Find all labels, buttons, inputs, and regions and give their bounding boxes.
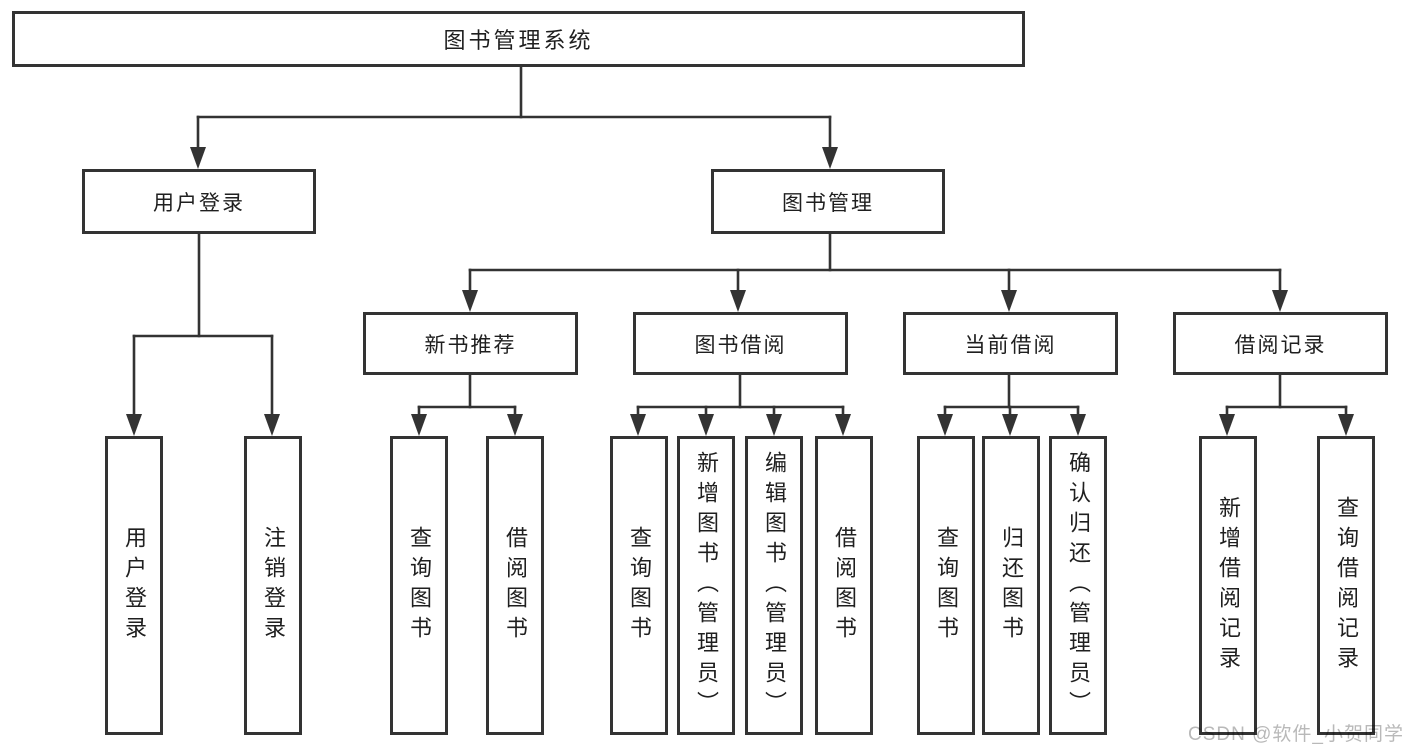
watermark: CSDN @软件_小贺同学 xyxy=(1188,724,1404,745)
leaf-records-query-record-label: 查询借阅记录 xyxy=(1334,495,1359,676)
leaf-recommend-query-books-label: 查询图书 xyxy=(407,525,432,646)
node-new-book-recommend-label: 新书推荐 xyxy=(424,333,517,357)
node-book-management: 图书管理 xyxy=(711,169,945,234)
node-current-borrow-label: 当前借阅 xyxy=(964,333,1057,357)
node-current-borrow: 当前借阅 xyxy=(903,312,1118,375)
node-root: 图书管理系统 xyxy=(12,11,1025,67)
leaf-records-add-record-label: 新增借阅记录 xyxy=(1216,495,1241,676)
leaf-recommend-borrow-books: 借阅图书 xyxy=(486,436,544,735)
leaf-borrow-add-books-admin-label: 新增图书（管理员） xyxy=(694,450,719,721)
node-root-label: 图书管理系统 xyxy=(443,28,594,53)
node-borrow-records-label: 借阅记录 xyxy=(1234,333,1327,357)
leaf-current-query-books-label: 查询图书 xyxy=(934,525,959,646)
leaf-logout: 注销登录 xyxy=(244,436,302,735)
leaf-borrow-borrow-books: 借阅图书 xyxy=(815,436,873,735)
leaf-user-login-label: 用户登录 xyxy=(122,525,147,646)
leaf-current-return-books: 归还图书 xyxy=(982,436,1040,735)
leaf-current-return-books-label: 归还图书 xyxy=(999,525,1024,646)
leaf-current-confirm-return-admin: 确认归还（管理员） xyxy=(1049,436,1107,735)
node-book-borrow-label: 图书借阅 xyxy=(694,333,787,357)
node-user-login: 用户登录 xyxy=(82,169,316,234)
node-book-management-label: 图书管理 xyxy=(782,191,874,215)
leaf-records-add-record: 新增借阅记录 xyxy=(1199,436,1257,735)
leaf-records-query-record: 查询借阅记录 xyxy=(1317,436,1375,735)
leaf-recommend-query-books: 查询图书 xyxy=(390,436,448,735)
node-new-book-recommend: 新书推荐 xyxy=(363,312,578,375)
leaf-user-login: 用户登录 xyxy=(105,436,163,735)
leaf-current-query-books: 查询图书 xyxy=(917,436,975,735)
leaf-borrow-edit-books-admin-label: 编辑图书（管理员） xyxy=(762,450,787,721)
leaf-logout-label: 注销登录 xyxy=(261,525,286,646)
leaf-borrow-edit-books-admin: 编辑图书（管理员） xyxy=(745,436,803,735)
node-book-borrow: 图书借阅 xyxy=(633,312,848,375)
leaf-borrow-query-books: 查询图书 xyxy=(610,436,668,735)
leaf-current-confirm-return-admin-label: 确认归还（管理员） xyxy=(1066,450,1091,721)
node-user-login-label: 用户登录 xyxy=(153,191,245,215)
leaf-borrow-borrow-books-label: 借阅图书 xyxy=(832,525,857,646)
node-borrow-records: 借阅记录 xyxy=(1173,312,1388,375)
leaf-borrow-query-books-label: 查询图书 xyxy=(627,525,652,646)
leaf-borrow-add-books-admin: 新增图书（管理员） xyxy=(677,436,735,735)
leaf-recommend-borrow-books-label: 借阅图书 xyxy=(503,525,528,646)
arrowheads xyxy=(126,147,1354,436)
